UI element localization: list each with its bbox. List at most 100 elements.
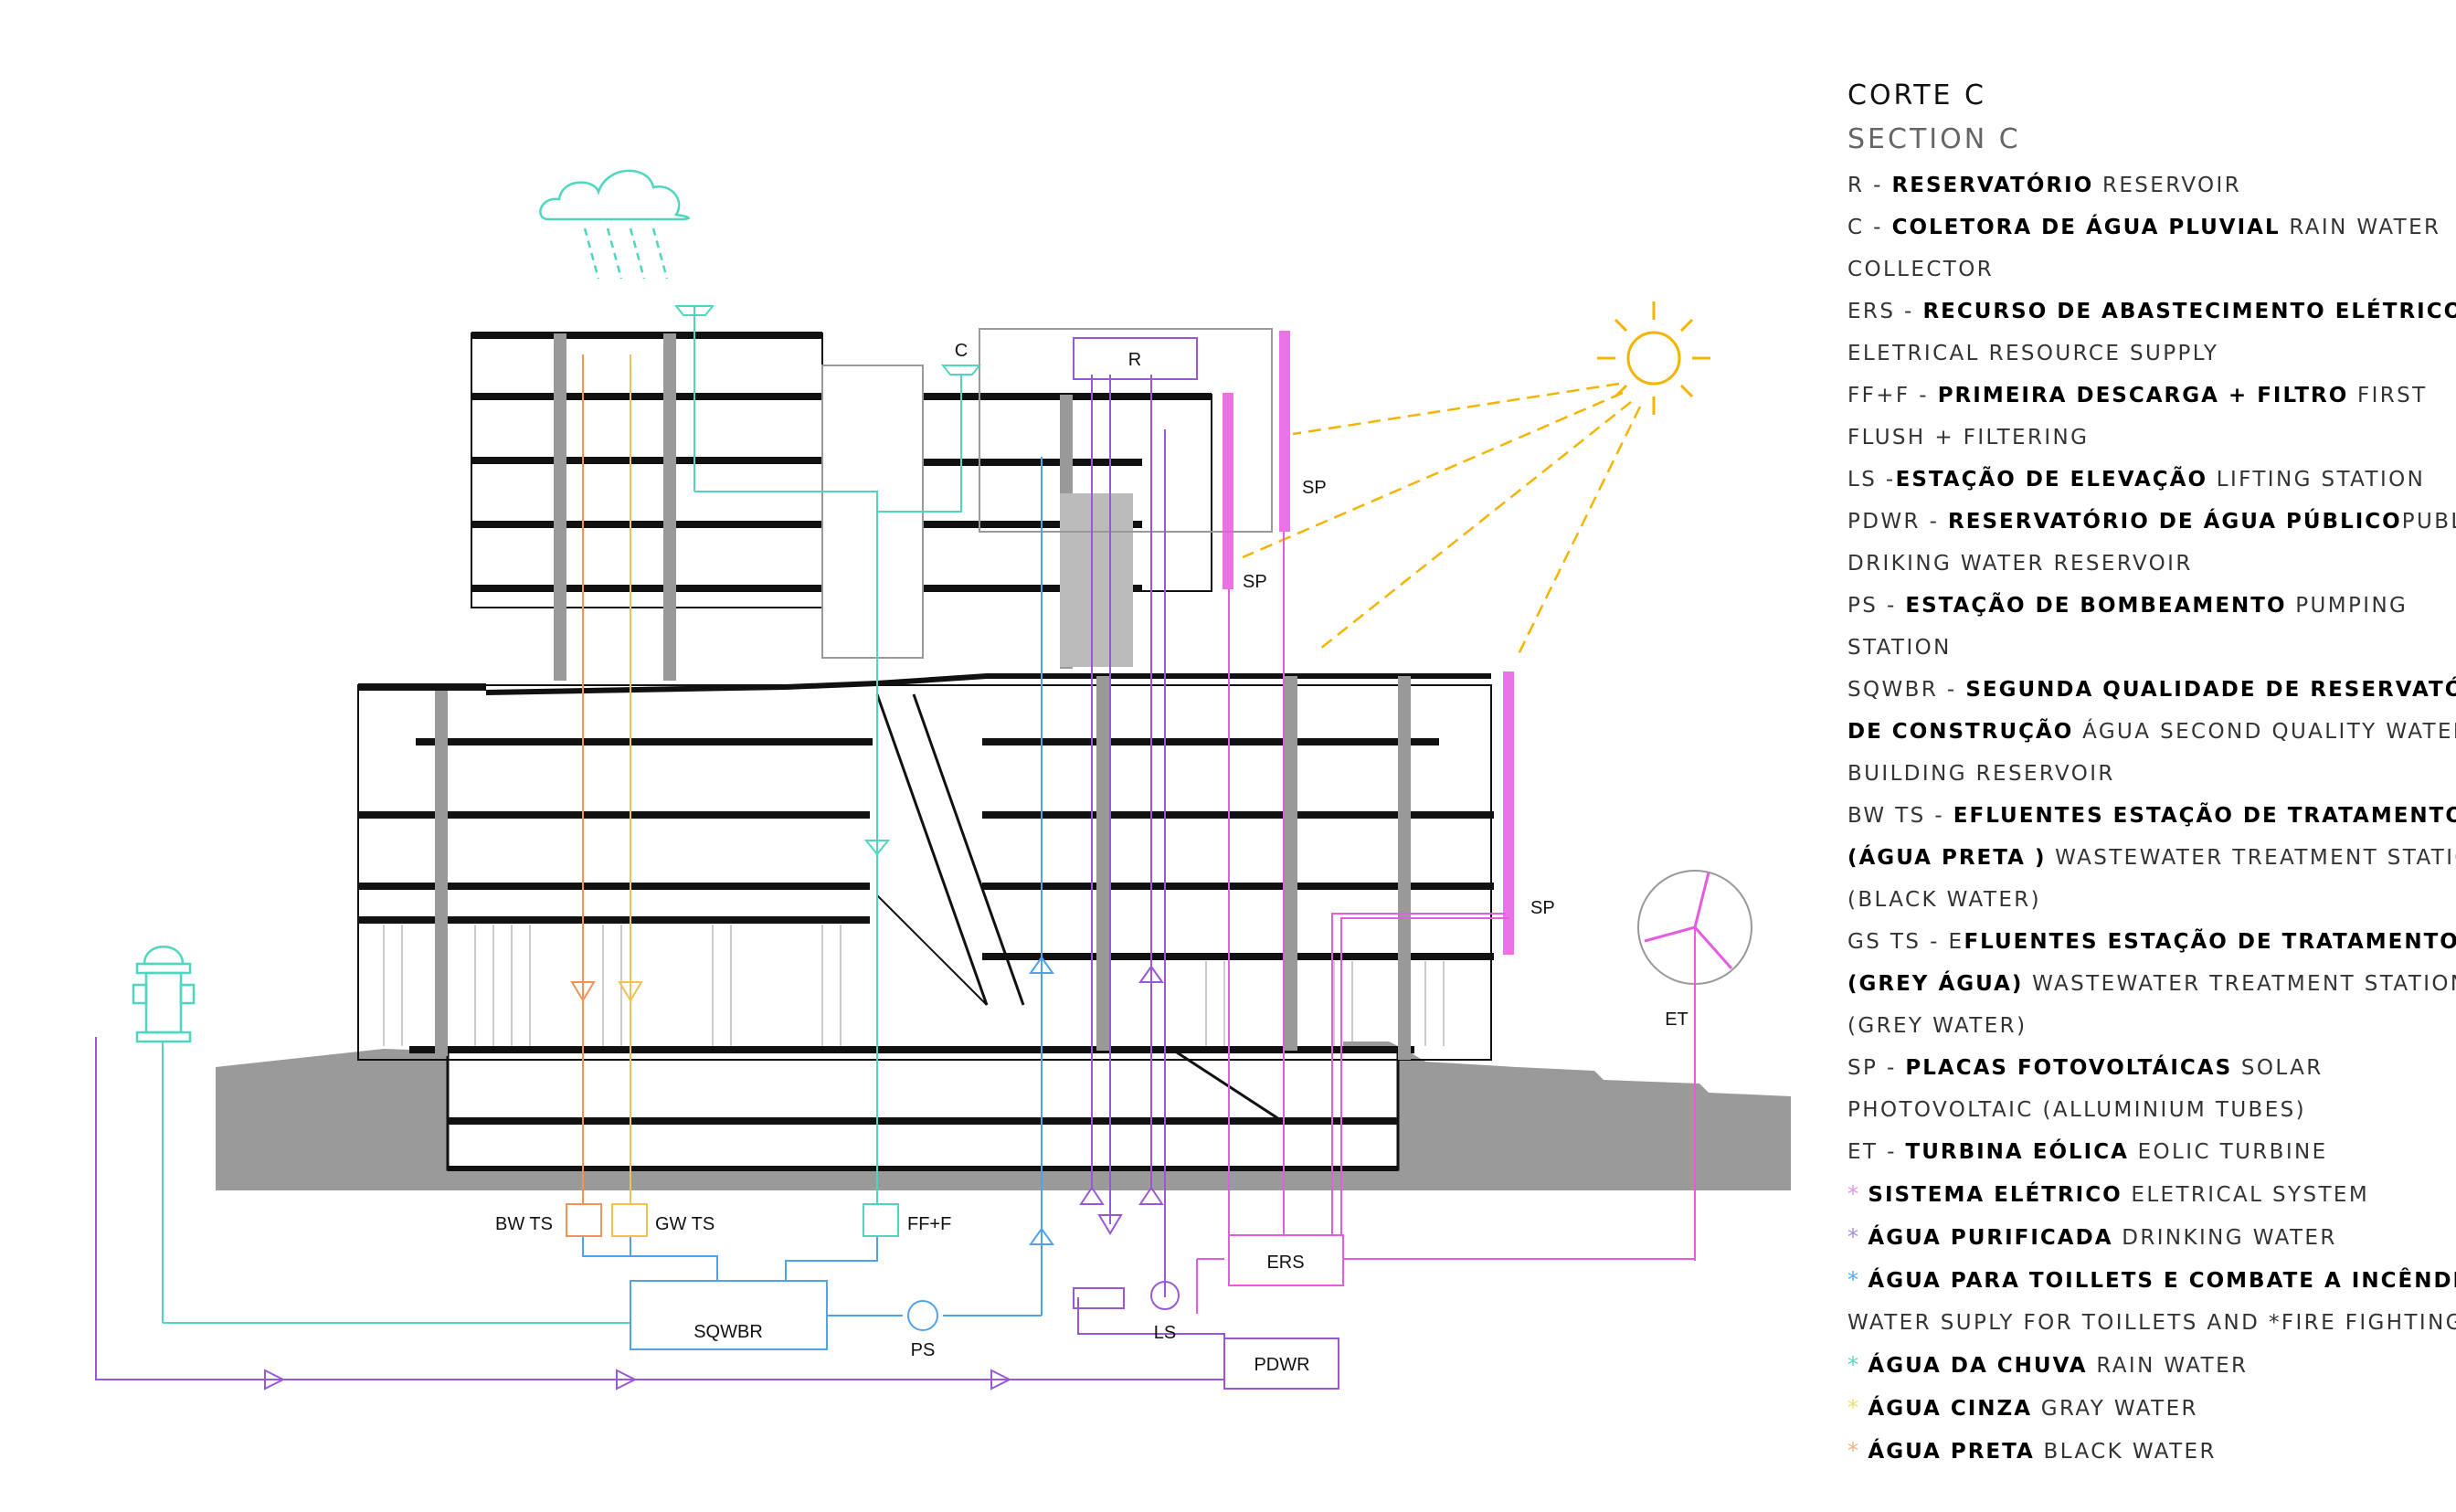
- legend-system: * ÁGUA PURIFICADA DRINKING WATER: [1847, 1216, 2432, 1259]
- legend: CORTE C SECTION C R - RESERVATÓRIO RESER…: [1847, 75, 2456, 1473]
- legend-entry-continuation: STATION: [1847, 636, 1952, 660]
- legend-entry: PS - ESTAÇÃO DE BOMBEAMENTO PUMPING: [1847, 585, 2432, 627]
- legend-system-continuation: WATER SUPLY FOR TOILLETS AND *FIRE FIGHT…: [1847, 1311, 2456, 1335]
- legend-entry-term: ESTAÇÃO DE ELEVAÇÃO: [1895, 468, 2208, 492]
- label-ps: PS: [911, 1340, 936, 1360]
- legend-color-marker: *: [1847, 1224, 1861, 1250]
- legend-entry: SP - PLACAS FOTOVOLTÁICAS SOLAR: [1847, 1047, 2432, 1089]
- legend-entry: FF+F - PRIMEIRA DESCARGA + FILTRO FIRST: [1847, 375, 2432, 417]
- legend-system: *ÁGUA DA CHUVA RAIN WATER: [1847, 1344, 2432, 1387]
- legend-entry-continuation: PHOTOVOLTAIC (ALLUMINIUM TUBES): [1847, 1098, 2307, 1122]
- label-ls: LS: [1154, 1323, 1176, 1343]
- legend-entry-term: DE CONSTRUÇÃO: [1847, 720, 2074, 744]
- legend-system-translation: DRINKING WATER: [2112, 1226, 2337, 1250]
- legend-entry-term: COLETORA DE ÁGUA PLUVIAL: [1891, 216, 2281, 239]
- label-sqwbr: SQWBR: [693, 1322, 763, 1342]
- drinking-water-pipes: [95, 375, 1225, 1390]
- legend-system-translation: BLACK WATER: [2034, 1440, 2217, 1464]
- legend-system-term: ÁGUA PRETA: [1868, 1440, 2035, 1464]
- legend-color-marker: *: [1847, 1395, 1861, 1421]
- label-sp-2: SP: [1243, 572, 1267, 592]
- legend-entry-translation: WASTEWATER TREATMENT STATION: [2023, 972, 2456, 996]
- legend-entry-term: PRIMEIRA DESCARGA + FILTRO: [1937, 384, 2349, 407]
- legend-entry-continuation: (BLACK WATER): [1847, 888, 2042, 912]
- solar-panels: [1223, 331, 1514, 955]
- legend-entry-translation: ÁGUA SECOND QUALITY WATER: [2073, 720, 2456, 744]
- label-bwts: BW TS: [495, 1214, 553, 1234]
- legend-system-translation: ELETRICAL SYSTEM: [2122, 1183, 2370, 1207]
- legend-entry: BW TS - EFLUENTES ESTAÇÃO DE TRATAMENTO: [1847, 795, 2456, 837]
- legend-entry-code: GS TS - E: [1847, 930, 1964, 954]
- legend-entry-code: ERS -: [1847, 300, 1923, 323]
- legend-entry-term: EFLUENTES ESTAÇÃO DE TRATAMENTO: [1953, 804, 2456, 828]
- legend-system-term: SISTEMA ELÉTRICO: [1868, 1183, 2123, 1207]
- label-r: R: [1128, 350, 1141, 370]
- fire-hydrant-icon: [132, 946, 196, 1043]
- legend-color-marker: *: [1847, 1438, 1861, 1464]
- legend-entry-code: C -: [1847, 216, 1892, 239]
- legend-entry-translation: RAIN WATER: [2280, 216, 2441, 239]
- legend-entry-term: PLACAS FOTOVOLTÁICAS: [1905, 1056, 2233, 1080]
- legend-color-marker: *: [1847, 1267, 1861, 1293]
- legend-entry-continuation: COLLECTOR: [1847, 258, 1995, 281]
- electric-lines: [1196, 532, 1695, 1314]
- legend-entry: ET - TURBINA EÓLICA EOLIC TURBINE: [1847, 1131, 2432, 1173]
- legend-subtitle: SECTION C: [1847, 123, 2021, 155]
- legend-entries: R - RESERVATÓRIO RESERVOIR C - COLETORA D…: [1847, 164, 2456, 1173]
- legend-color-marker: *: [1847, 1181, 1861, 1207]
- legend-entry-term: RESERVATÓRIO: [1891, 174, 2094, 197]
- legend-entry-code: ET -: [1847, 1140, 1906, 1164]
- legend-entry: SQWBR - SEGUNDA QUALIDADE DE RESERVATÓRI…: [1847, 669, 2456, 711]
- legend-system-term: ÁGUA PURIFICADA: [1868, 1226, 2113, 1250]
- legend-entry: (ÁGUA PRETA ) WASTEWATER TREATMENT STATI…: [1847, 837, 2456, 879]
- supply-water-pipes: [582, 457, 1054, 1331]
- legend-entry: GS TS - EFLUENTES ESTAÇÃO DE TRATAMENTO: [1847, 921, 2456, 963]
- legend-system: * ÁGUA PRETA BLACK WATER: [1847, 1430, 2432, 1473]
- legend-entry-continuation: FLUSH + FILTERING: [1847, 426, 2090, 449]
- legend-entry-term: ESTAÇÃO DE BOMBEAMENTO: [1905, 594, 2287, 618]
- label-gwts: GW TS: [655, 1214, 715, 1234]
- legend-entry-term: RECURSO DE ABASTECIMENTO ELÉTRICO: [1922, 300, 2456, 323]
- legend-title: CORTE C: [1847, 79, 1986, 111]
- building: [357, 328, 1494, 1121]
- ground: [216, 1041, 1791, 1190]
- grey-water-pipes: [618, 354, 643, 1204]
- legend-entry-translation: SOLAR: [2232, 1056, 2324, 1080]
- legend-system-term: ÁGUA PARA TOILLETS E COMBATE A INCÊNDIO: [1868, 1269, 2456, 1293]
- legend-entry-continuation: DRIKING WATER RESERVOIR: [1847, 552, 2193, 576]
- label-ers: ERS: [1266, 1253, 1304, 1273]
- legend-entry: DE CONSTRUÇÃO ÁGUA SECOND QUALITY WATER: [1847, 711, 2456, 753]
- legend-entry-term: FLUENTES ESTAÇÃO DE TRATAMENTO: [1964, 930, 2456, 954]
- label-et: ET: [1665, 1010, 1688, 1030]
- legend-entry-code: LS -: [1847, 468, 1896, 492]
- black-water-pipes: [570, 354, 596, 1204]
- legend-systems: *SISTEMA ELÉTRICO ELETRICAL SYSTEM*ÁGUA …: [1847, 1173, 2456, 1473]
- legend-entry-continuation: ELETRICAL RESOURCE SUPPLY: [1847, 342, 2219, 365]
- legend-entry-code: FF+F -: [1847, 384, 1938, 407]
- sun-icon: [1242, 301, 1710, 659]
- legend-entry-term: TURBINA EÓLICA: [1905, 1140, 2129, 1164]
- cloud-icon: [539, 169, 690, 280]
- legend-entry-code: R -: [1847, 174, 1892, 197]
- legend-entry-continuation: (GREY WATER): [1847, 1014, 2027, 1038]
- legend-entry: ERS - RECURSO DE ABASTECIMENTO ELÉTRICO: [1847, 291, 2456, 333]
- legend-entry-translation: FIRST: [2348, 384, 2428, 407]
- label-pdwr: PDWR: [1254, 1355, 1309, 1375]
- legend-entry-term: SEGUNDA QUALIDADE DE RESERVATÓRIO: [1965, 678, 2456, 702]
- legend-entry: R - RESERVATÓRIO RESERVOIR: [1847, 164, 2432, 206]
- label-fff: FF+F: [907, 1214, 951, 1234]
- legend-entry: LS -ESTAÇÃO DE ELEVAÇÃO LIFTING STATION: [1847, 459, 2432, 501]
- legend-entry-code: PS -: [1847, 594, 1906, 618]
- legend-entry-term: (GREY ÁGUA): [1847, 972, 2024, 996]
- legend-entry-translation: LIFTING STATION: [2207, 468, 2426, 492]
- label-c: C: [955, 341, 968, 361]
- wind-turbine-icon: [1637, 870, 1752, 1261]
- legend-entry-code: SP -: [1847, 1056, 1906, 1080]
- legend-system-translation: GRAY WATER: [2032, 1397, 2198, 1421]
- legend-entry-translation: WASTEWATER TREATMENT STATION: [2046, 846, 2456, 870]
- equipment: [566, 337, 1344, 1390]
- legend-entry-term: RESERVATÓRIO DE ÁGUA PÚBLICO: [1948, 510, 2402, 534]
- legend-system-term: ÁGUA CINZA: [1868, 1397, 2033, 1421]
- legend-system: * SISTEMA ELÉTRICO ELETRICAL SYSTEM: [1847, 1173, 2432, 1216]
